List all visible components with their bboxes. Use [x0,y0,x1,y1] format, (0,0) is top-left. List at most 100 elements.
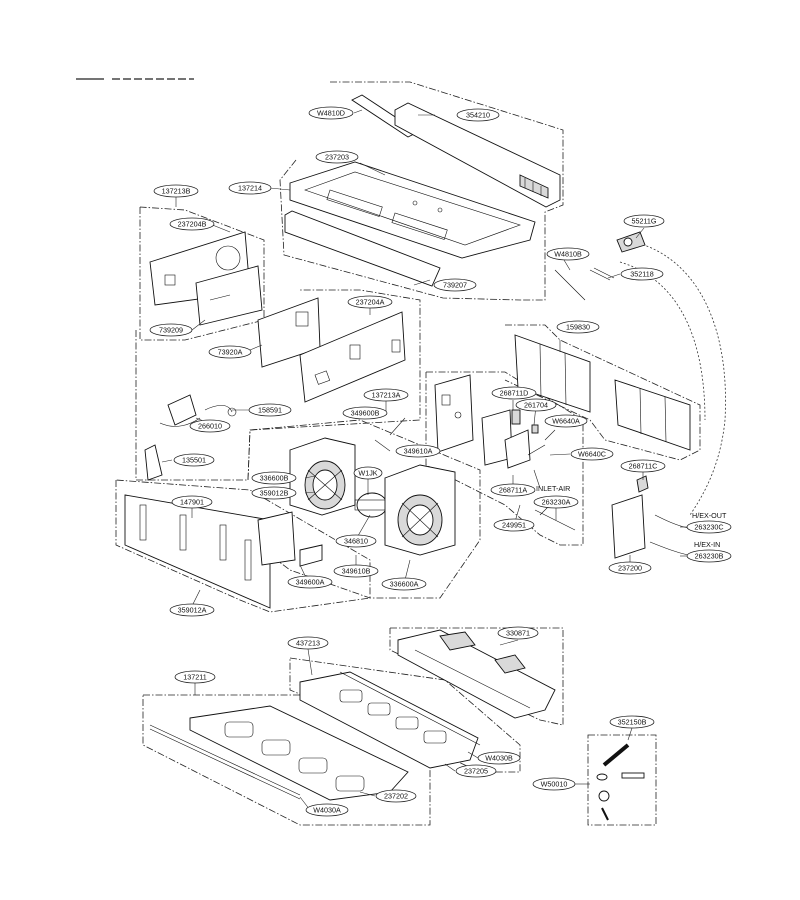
callout-w4030b: W4030B [477,751,521,765]
bar-739207-drawing [284,210,441,287]
callout-label-437213: 437213 [296,639,320,648]
bracket-349600a-drawing [257,511,323,567]
callout-label-237204a: 237204A [356,298,385,307]
callout-label-73920a: 73920A [218,348,243,357]
callout-w6640a: W6640A [544,414,588,428]
callout-330871: 330871 [497,626,539,640]
callout-label-352118: 352118 [630,270,653,279]
callout-label-261704: 261704 [524,401,548,410]
callout-237204a: 237204A [347,295,393,309]
annotation-inlet-air: INLET-AIR [536,484,570,493]
callout-label-237202: 237202 [384,792,408,801]
callout-label-349600a: 349600A [296,578,325,587]
callout-label-268711a: 268711A [499,486,527,495]
callout-label-359012a: 359012A [178,606,207,615]
callout-label-739207: 739207 [443,281,467,290]
callout-147901: 147901 [171,495,213,509]
callout-739209: 739209 [149,323,193,337]
callout-label-336600b: 336600B [260,474,289,483]
callout-263230c: 263230C [686,520,732,534]
callout-label-249951: 249951 [502,521,526,530]
callout-159830: 159830 [556,320,600,334]
cover-237200-drawing [611,475,689,559]
callout-label-w6640c: W6640C [578,450,606,459]
callout-label-346810: 346810 [344,537,368,546]
callout-label-349610a: 349610A [404,447,433,456]
callout-237202: 237202 [375,789,417,803]
callout-73920a: 73920A [208,345,252,359]
callout-359012a: 359012A [169,603,215,617]
callout-249951: 249951 [493,518,535,532]
callout-label-739209: 739209 [159,326,183,335]
callout-349610a: 349610A [395,444,441,458]
callout-label-336600a: 336600A [390,580,419,589]
callout-237203: 237203 [315,150,359,164]
callout-268711c: 268711C [620,459,666,473]
blower-336600b-drawing [289,437,356,516]
callout-261704: 261704 [515,398,557,412]
callout-label-263230a: 263230A [542,498,571,507]
callout-352150b: 352150B [609,715,655,729]
callout-263230b: 263230B [686,549,732,563]
callout-w4810d: W4810D [308,106,354,120]
callout-135501: 135501 [173,453,215,467]
callout-label-159830: 159830 [566,323,590,332]
callout-437213: 437213 [287,636,329,650]
callout-label-w4030b: W4030B [485,754,513,763]
callout-label-w4030a: W4030A [313,806,341,815]
callout-label-330871: 330871 [506,629,530,638]
callout-263230a: 263230A [533,495,579,509]
control-box-249951-drawing [434,374,576,531]
callout-label-137214: 137214 [238,184,262,193]
callout-237204b: 237204B [169,217,215,231]
callout-label-137213b: 137213B [162,187,191,196]
callout-349600b: 349600B [342,406,388,420]
callout-label-268711d: 268711D [500,389,529,398]
callout-label-268711c: 268711C [629,462,658,471]
callout-349600a: 349600A [287,575,333,589]
bracket-135501-drawing [144,444,163,481]
callout-label-237200: 237200 [618,564,642,573]
callout-55211g: 55211G [623,214,665,228]
callout-label-237203: 237203 [325,153,349,162]
callout-237200: 237200 [608,561,652,575]
callout-336600b: 336600B [251,471,297,485]
callout-label-w4810d: W4810D [317,109,345,118]
callout-label-354210: 354210 [466,111,490,120]
panel-739209-drawing [195,265,263,326]
blower-336600a-drawing [384,464,456,556]
callout-label-359012b: 359012B [260,489,289,498]
callout-w4030a: W4030A [305,803,349,817]
callout-label-137211: 137211 [183,673,206,682]
callout-266010: 266010 [189,419,231,433]
callout-label-349610b: 349610B [342,567,371,576]
rail-354210-drawing [394,102,561,208]
callout-137213a: 137213A [363,388,409,402]
callout-336600a: 336600A [381,577,427,591]
callout-352118: 352118 [620,267,664,281]
callout-label-237205: 237205 [464,767,488,776]
callout-349610b: 349610B [333,564,379,578]
grille-237205-drawing [299,671,481,769]
callout-label-263230b: 263230B [695,552,724,561]
drain-pan-330871-drawing [397,629,556,719]
callout-739207: 739207 [433,278,477,292]
hardware-drawing [596,743,645,821]
callout-346810: 346810 [335,534,377,548]
callout-237205: 237205 [455,764,497,778]
panel-237204a-drawing [299,311,406,403]
front-panel-147901-drawing [124,494,271,609]
callout-w1jk: W1JK [353,466,383,480]
header-remnant [76,74,194,80]
callout-label-w50010: W50010 [541,780,568,789]
callout-w4810b: W4810B [546,247,590,261]
callout-268711a: 268711A [490,483,536,497]
filter-159830-drawing [514,334,691,451]
motor-346810-drawing [354,492,390,518]
callout-w6640c: W6640C [570,447,614,461]
sensor-55211g-drawing [554,231,646,301]
top-cover-237203-drawing [289,161,536,259]
callout-137214: 137214 [228,181,272,195]
callout-label-349600b: 349600B [351,409,380,418]
